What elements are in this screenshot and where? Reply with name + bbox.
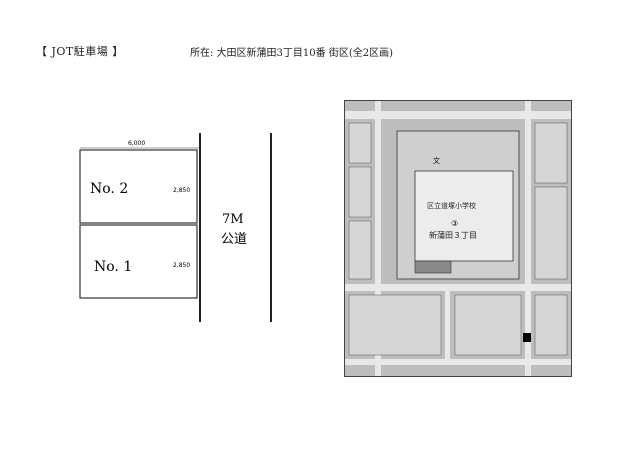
- map-drawing: 文 ③: [345, 101, 571, 376]
- road-width-label: 7M: [222, 212, 244, 227]
- map-area-label: 新蒲田３丁目: [429, 231, 477, 240]
- lot-no2: [79, 149, 198, 224]
- map-school-label: 区立道塚小学校: [427, 202, 476, 210]
- map-school-pool: [414, 260, 452, 274]
- map-block: [348, 122, 372, 164]
- map-school-building: [414, 170, 514, 262]
- lot-no1-dimension: 2,850: [173, 262, 190, 269]
- map-block: [534, 186, 568, 280]
- map-block: [348, 220, 372, 280]
- map-street-v1: [375, 101, 381, 376]
- map-street-v3: [445, 291, 450, 361]
- lot-no1-label: No. 1: [94, 259, 132, 275]
- lot-no2-label: No. 2: [90, 181, 128, 197]
- map-street-v2: [525, 101, 531, 376]
- map-block: [348, 294, 442, 356]
- page-title: 【 JOT駐車場 】: [36, 45, 124, 58]
- map-street-h2: [345, 284, 571, 291]
- map-area-marker: ③: [451, 219, 458, 228]
- map-street-h3: [345, 359, 571, 365]
- lot-no2-dimension: 2,850: [173, 187, 190, 194]
- property-address: 所在: 大田区新蒲田3丁目10番 街区(全2区画): [190, 48, 393, 59]
- map-block: [534, 294, 568, 356]
- road-name-label: 公道: [221, 232, 247, 247]
- map-street-h1: [345, 111, 571, 119]
- location-map: 文 ③ 区立道塚小学校 新蒲田３丁目: [344, 100, 572, 377]
- lot-no1: [79, 224, 198, 299]
- map-block: [348, 166, 372, 218]
- map-block: [534, 122, 568, 184]
- map-property-marker: [523, 333, 531, 342]
- top-width-label: 6,000: [128, 140, 145, 147]
- map-block: [454, 294, 522, 356]
- map-school-symbol: 文: [433, 156, 440, 165]
